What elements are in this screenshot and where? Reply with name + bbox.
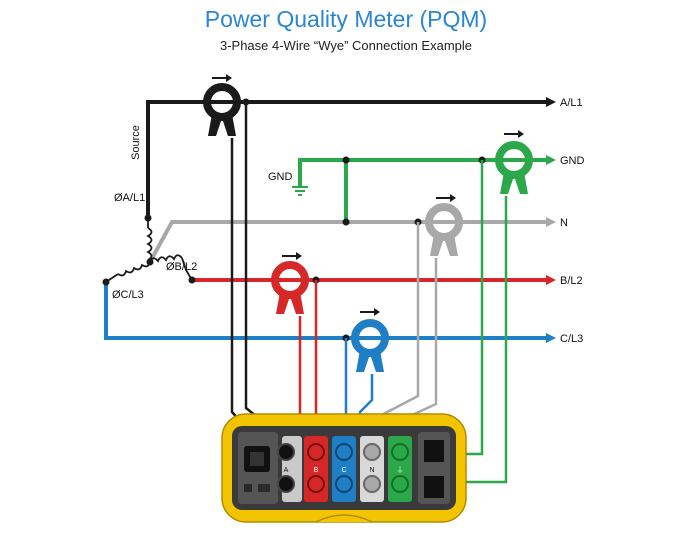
jack-gnd-voltage <box>391 443 409 461</box>
source-phase-b-label: ØB/L2 <box>166 261 197 273</box>
clamp-b-icon <box>271 252 309 314</box>
port-label-b: B <box>314 467 319 474</box>
source-phase-a-label: ØA/L1 <box>114 192 145 204</box>
port-label-n: N <box>369 467 374 474</box>
source-phase-c-label: ØC/L3 <box>112 289 144 301</box>
clamp-c-icon <box>351 308 389 372</box>
node-source-b <box>188 276 196 284</box>
page-subtitle: 3-Phase 4-Wire “Wye” Connection Example <box>219 38 473 53</box>
clamp-gnd-icon <box>495 130 533 194</box>
arrow-a <box>546 97 556 107</box>
connector-top-icon <box>424 440 444 462</box>
bus-line-a <box>146 100 548 218</box>
jack-gnd-current <box>391 475 409 493</box>
line-label-c: C/L3 <box>560 333 583 345</box>
jack-c-current <box>335 475 353 493</box>
clamp-a-icon <box>203 74 241 136</box>
arrow-b <box>546 275 556 285</box>
ground-label: GND <box>268 171 293 183</box>
bus-line-gnd <box>298 158 548 187</box>
line-label-b: B/L2 <box>560 275 583 287</box>
port-label-gnd: ⏚ <box>397 466 404 474</box>
node-neutral-star <box>146 258 154 266</box>
jack-a-current <box>277 475 295 493</box>
jack-a-voltage <box>277 443 295 461</box>
jack-b-voltage <box>307 443 325 461</box>
lead-gnd-voltage <box>424 160 484 456</box>
source-label: Source <box>130 125 142 160</box>
node-source-c <box>102 278 110 286</box>
tap-gnd-3 <box>342 218 350 226</box>
jack-n-voltage <box>363 443 381 461</box>
node-source-a <box>144 214 152 222</box>
bus-line-n <box>148 220 548 263</box>
arrow-c <box>546 333 556 343</box>
clamp-n-icon <box>425 194 463 256</box>
port-label-a: A <box>284 467 289 474</box>
jack-b-current <box>307 475 325 493</box>
pqm-meter: A B C N ⏚ <box>221 413 467 523</box>
bus-line-c <box>104 282 548 340</box>
line-label-a: A/L1 <box>560 97 583 109</box>
line-label-n: N <box>560 217 568 229</box>
page-title: Power Quality Meter (PQM) <box>204 6 488 32</box>
arrow-n <box>546 217 556 227</box>
tap-gnd-1 <box>342 156 350 164</box>
arrow-gnd <box>546 155 556 165</box>
port-label-c: C <box>341 467 346 474</box>
jack-c-voltage <box>335 443 353 461</box>
connector-bottom-icon <box>424 476 444 498</box>
jack-n-current <box>363 475 381 493</box>
ground-icon <box>292 186 308 196</box>
line-label-gnd: GND <box>560 155 585 167</box>
